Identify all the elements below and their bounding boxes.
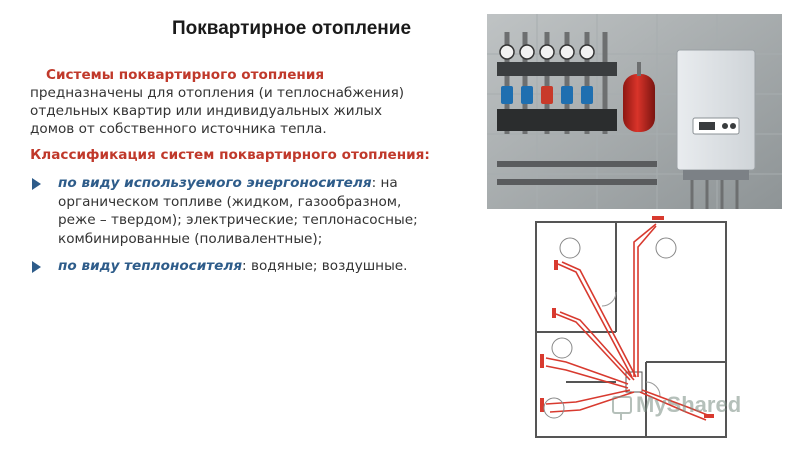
heating-floor-plan <box>506 212 786 444</box>
bullet-arrow-icon <box>32 261 41 273</box>
bullet-arrow-icon <box>32 178 41 190</box>
bullet-list: по виду используемого энергоносителя: на… <box>30 174 430 276</box>
bullet-item: по виду теплоносителя: водяные; воздушны… <box>30 257 430 276</box>
text-column: Системы поквартирного отопления предназн… <box>30 66 430 285</box>
boiler-room-photo <box>487 14 782 209</box>
slide-title: Поквартирное отопление <box>172 18 412 39</box>
intro-paragraph: Системы поквартирного отопления предназн… <box>30 66 430 138</box>
bullet-lead: по виду используемого энергоносителя <box>58 175 372 191</box>
boiler-room-illustration <box>487 14 782 209</box>
bullet-item: по виду используемого энергоносителя: на… <box>30 174 430 248</box>
classification-heading: Классификация систем поквартирного отопл… <box>30 147 430 163</box>
bullet-rest: : водяные; воздушные. <box>242 258 408 274</box>
floor-plan-illustration <box>506 212 786 444</box>
intro-accent: Системы поквартирного отопления <box>46 67 325 83</box>
intro-rest: предназначены для отопления (и теплоснаб… <box>30 85 405 137</box>
bullet-lead: по виду теплоносителя <box>58 258 243 274</box>
bullet-rest: : на органическом топливе (жидком, газоо… <box>58 175 418 247</box>
watermark: MyShared <box>612 392 772 420</box>
watermark-icon <box>612 396 632 420</box>
watermark-text: MyShared <box>636 392 742 417</box>
